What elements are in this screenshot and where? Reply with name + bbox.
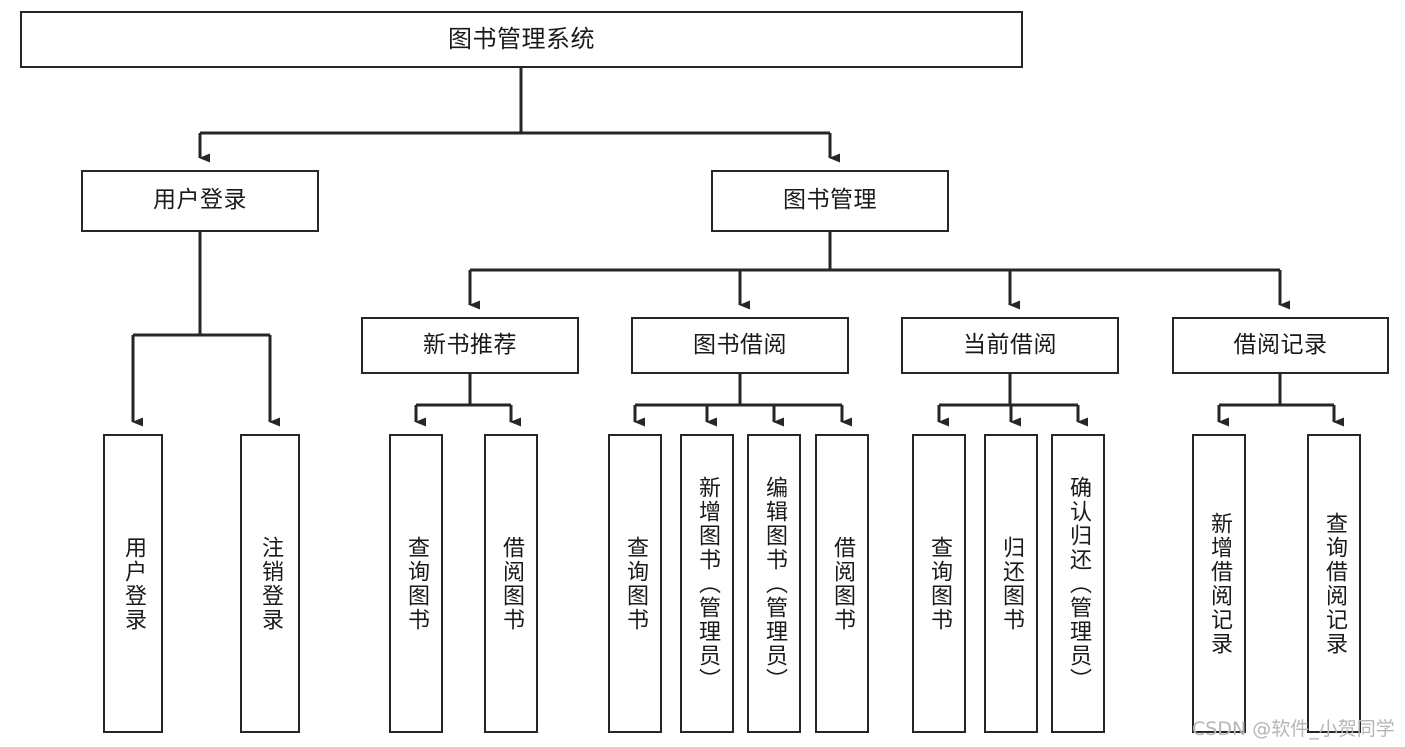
- leaf-add-book-admin[interactable]: 新增图书（管理员）: [680, 434, 734, 733]
- node-label: 查询图书: [927, 535, 952, 632]
- leaf-add-borrow-record[interactable]: 新增借阅记录: [1192, 434, 1246, 733]
- leaf-query-book-borrow[interactable]: 查询图书: [608, 434, 662, 733]
- leaf-confirm-return-admin[interactable]: 确认归还（管理员）: [1051, 434, 1105, 733]
- node-label: 新增借阅记录: [1207, 511, 1232, 656]
- node-label: 借阅图书: [499, 535, 524, 632]
- leaf-user-login[interactable]: 用户登录: [103, 434, 163, 733]
- node-current-borrow[interactable]: 当前借阅: [901, 317, 1119, 374]
- node-user-login[interactable]: 用户登录: [81, 170, 319, 232]
- leaf-inner: 查询图书: [914, 436, 964, 731]
- leaf-query-book-recommend[interactable]: 查询图书: [389, 434, 443, 733]
- leaf-inner: 查询图书: [391, 436, 441, 731]
- node-label: 图书管理系统: [448, 25, 595, 54]
- node-label: 新书推荐: [423, 331, 517, 358]
- node-book-borrow[interactable]: 图书借阅: [631, 317, 849, 374]
- leaf-inner: 确认归还（管理员）: [1053, 436, 1103, 731]
- node-label: 查询借阅记录: [1322, 511, 1347, 656]
- leaf-inner: 借阅图书: [817, 436, 867, 731]
- leaf-inner: 用户登录: [105, 436, 161, 731]
- node-label: 查询图书: [623, 535, 648, 632]
- leaf-inner: 编辑图书（管理员）: [749, 436, 799, 731]
- node-label: 确认归还（管理员）: [1066, 475, 1091, 692]
- node-label: 当前借阅: [963, 331, 1057, 358]
- node-label: 图书管理: [783, 187, 877, 214]
- node-label: 用户登录: [121, 535, 146, 632]
- leaf-borrow-book[interactable]: 借阅图书: [815, 434, 869, 733]
- node-book-management[interactable]: 图书管理: [711, 170, 949, 232]
- leaf-inner: 新增借阅记录: [1194, 436, 1244, 731]
- leaf-query-book-current[interactable]: 查询图书: [912, 434, 966, 733]
- node-root-system[interactable]: 图书管理系统: [20, 11, 1023, 68]
- leaf-return-book[interactable]: 归还图书: [984, 434, 1038, 733]
- csdn-watermark: CSDN @软件_小贺同学: [1192, 718, 1395, 740]
- node-label: 注销登录: [258, 535, 283, 632]
- leaf-query-borrow-record[interactable]: 查询借阅记录: [1307, 434, 1361, 733]
- leaf-edit-book-admin[interactable]: 编辑图书（管理员）: [747, 434, 801, 733]
- leaf-borrow-book-recommend[interactable]: 借阅图书: [484, 434, 538, 733]
- leaf-inner: 查询图书: [610, 436, 660, 731]
- node-borrow-record[interactable]: 借阅记录: [1172, 317, 1389, 374]
- node-label: 用户登录: [153, 187, 247, 214]
- node-label: 图书借阅: [693, 331, 787, 358]
- node-label: 借阅记录: [1233, 331, 1328, 358]
- node-label: 归还图书: [999, 535, 1024, 632]
- leaf-inner: 注销登录: [242, 436, 298, 731]
- node-label: 新增图书（管理员）: [695, 475, 720, 692]
- leaf-inner: 归还图书: [986, 436, 1036, 731]
- leaf-logout[interactable]: 注销登录: [240, 434, 300, 733]
- leaf-inner: 查询借阅记录: [1309, 436, 1359, 731]
- node-new-book-recommend[interactable]: 新书推荐: [361, 317, 579, 374]
- node-label: 编辑图书（管理员）: [762, 475, 787, 692]
- leaf-inner: 新增图书（管理员）: [682, 436, 732, 731]
- node-label: 查询图书: [404, 535, 429, 632]
- leaf-inner: 借阅图书: [486, 436, 536, 731]
- node-label: 借阅图书: [830, 535, 855, 632]
